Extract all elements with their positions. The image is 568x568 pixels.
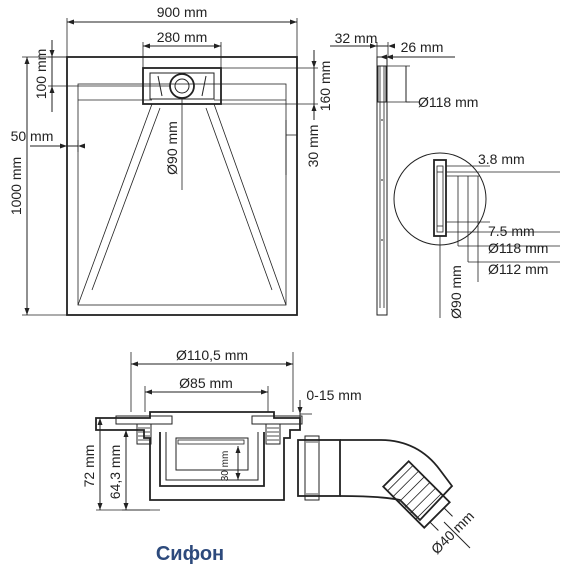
detail-circle <box>393 152 487 246</box>
drain-box-height-label: 160 mm <box>317 61 333 112</box>
siphon-inner-cup <box>159 432 265 487</box>
detail-thickness-label: 3.8 mm <box>478 151 525 167</box>
drain-box-width-label: 280 mm <box>157 29 208 45</box>
siphon-pipe-diameter-label: Ø40 mm <box>428 508 477 557</box>
detail-view: 3.8 mm 7.5 mm Ø118 mm Ø112 mm Ø90 mm <box>393 151 560 319</box>
detail-drain-diameter-label: Ø90 mm <box>448 265 464 319</box>
drain-diameter-label: Ø90 mm <box>164 121 180 175</box>
siphon-outlet-nut <box>381 459 451 529</box>
tray-width-label: 900 mm <box>157 4 208 20</box>
siphon-outer-diameter-label: Ø110,5 mm <box>176 347 248 363</box>
profile-outlet-diameter-label: Ø118 mm <box>418 94 478 110</box>
siphon-height-body-label: 64,3 mm <box>107 445 123 499</box>
siphon-water-seal-label: 30 mm <box>220 451 231 482</box>
siphon-body <box>95 411 301 501</box>
tray-height-label: 1000 mm <box>8 157 24 215</box>
detail-inner-diameter-label: Ø112 mm <box>488 261 548 277</box>
slope-line-left <box>77 103 153 306</box>
siphon-elbow <box>339 439 454 522</box>
profile-depth-inner-label: 26 mm <box>401 39 444 55</box>
siphon-caption: Сифон <box>156 543 224 565</box>
side-margin-label: 50 mm <box>11 128 54 144</box>
siphon-inner-diameter-label: Ø85 mm <box>179 375 233 391</box>
tray-outline <box>66 56 298 316</box>
tray-profile-view: 32 mm 26 mm Ø118 mm <box>330 30 478 316</box>
siphon-view: Ø110,5 mm Ø85 mm 0-15 mm 30 <box>81 347 477 565</box>
drain-hole <box>169 73 195 99</box>
edge-offset-label: 30 mm <box>305 125 321 168</box>
siphon-adjust-range-label: 0-15 mm <box>306 387 361 403</box>
tray-plan-view: 900 mm 280 mm 100 mm 50 mm 1000 mm Ø90 m… <box>8 4 333 316</box>
tray-inner-outline <box>77 83 287 306</box>
drain-top-offset-label: 100 mm <box>33 49 49 100</box>
siphon-height-total-label: 72 mm <box>81 445 97 488</box>
slope-line-right <box>213 103 287 306</box>
detail-step-label: 7.5 mm <box>488 223 535 239</box>
profile-depth-total-label: 32 mm <box>335 30 378 46</box>
detail-outer-diameter-label: Ø118 mm <box>488 240 548 256</box>
detail-outline <box>433 159 447 237</box>
